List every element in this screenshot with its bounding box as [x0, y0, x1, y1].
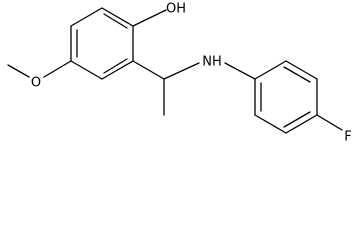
- double-bond-ring-a-3: [103, 13, 128, 29]
- hydroxyl-label: OH: [166, 2, 186, 17]
- fluorine-label: F: [344, 130, 351, 145]
- bond-ring-b-1: [254, 60, 287, 80]
- bond-ring-a-4: [101, 60, 134, 80]
- bond-omethoxy-ch3: [7, 64, 30, 78]
- double-bond-ring-a-2: [103, 58, 128, 74]
- amine-label: NH: [202, 55, 222, 70]
- bond-nh-ring-b: [224, 62, 256, 80]
- bond-ring-a-3: [70, 60, 103, 80]
- bond-ring-a-6: [101, 7, 134, 27]
- bond-ch-nh: [163, 62, 200, 80]
- bond-c-oh: [132, 9, 167, 27]
- bond-ring-b-2: [285, 60, 318, 80]
- phenol-ring: [70, 7, 134, 80]
- double-bond-ring-b-1: [283, 66, 311, 83]
- methoxy-oxygen-label: O: [31, 76, 41, 91]
- molecule-structure: OH O NH F: [7, 2, 352, 145]
- fluorophenyl-ring: [254, 60, 318, 134]
- bond-c-f: [316, 114, 343, 131]
- bond-ring-b-5: [254, 114, 287, 134]
- bond-ring-ch: [132, 60, 165, 80]
- double-bond-ring-b-3: [283, 111, 311, 128]
- bond-ring-a-1: [70, 7, 103, 27]
- bond-c-omethoxy: [43, 60, 72, 78]
- bond-ring-b-4: [285, 114, 318, 134]
